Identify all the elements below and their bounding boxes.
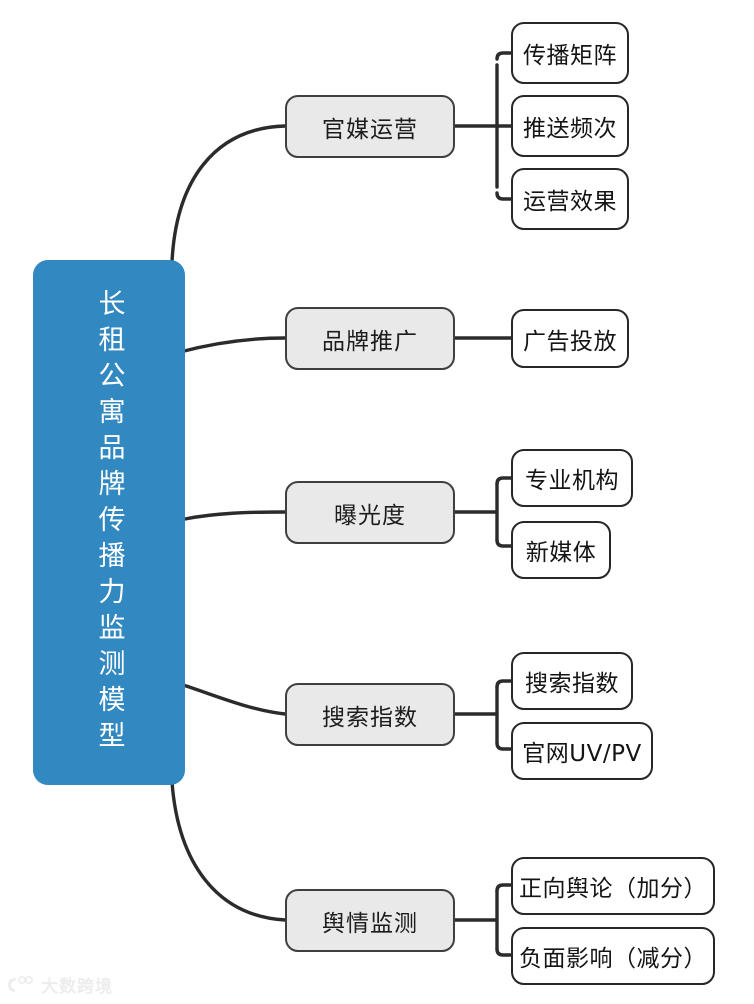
edge-branch-1-to-child-3 — [495, 191, 513, 201]
leaf-node-5-1-label: 正向舆论（加分） — [519, 876, 707, 902]
edge-root-to-branch-5 — [170, 780, 287, 922]
branch-node-1-label: 官媒运营 — [322, 116, 418, 143]
leaf-node-5-1[interactable]: 正向舆论（加分） — [511, 857, 715, 915]
leaf-node-3-1[interactable]: 专业机构 — [511, 449, 633, 507]
watermark-logo-icon — [8, 975, 33, 992]
leaf-node-4-1-label: 搜索指数 — [525, 671, 619, 697]
leaf-node-1-3[interactable]: 运营效果 — [511, 168, 629, 230]
leaf-node-4-1[interactable]: 搜索指数 — [511, 652, 633, 710]
watermark: 大数跨境 — [6, 972, 113, 997]
leaf-node-1-3-label: 运营效果 — [523, 189, 617, 215]
branch-node-2[interactable]: 品牌推广 — [285, 307, 455, 370]
leaf-node-1-1-label: 传播矩阵 — [523, 43, 617, 69]
leaf-node-1-2[interactable]: 推送频次 — [511, 95, 629, 157]
edge-branch-5-to-child-2 — [495, 947, 513, 957]
leaf-node-3-2[interactable]: 新媒体 — [511, 521, 611, 579]
edge-branch-3-to-child-2 — [495, 538, 513, 548]
branch-node-3-label: 曝光度 — [334, 502, 406, 529]
leaf-node-5-2[interactable]: 负面影响（减分） — [511, 927, 715, 985]
leaf-node-2-1[interactable]: 广告投放 — [511, 309, 629, 368]
branch-node-1[interactable]: 官媒运营 — [285, 95, 455, 158]
leaf-node-5-2-label: 负面影响（减分） — [519, 946, 707, 972]
branch-node-4-label: 搜索指数 — [322, 704, 418, 731]
leaf-node-3-2-label: 新媒体 — [525, 540, 597, 566]
edge-root-to-branch-2 — [178, 336, 287, 354]
leaf-node-1-1[interactable]: 传播矩阵 — [511, 22, 629, 84]
edge-branch-4-to-child-1 — [495, 679, 513, 689]
leaf-node-1-2-label: 推送频次 — [523, 116, 617, 142]
edge-branch-1-to-child-1 — [495, 51, 513, 61]
branch-node-3[interactable]: 曝光度 — [285, 481, 455, 544]
leaf-node-2-1-label: 广告投放 — [523, 328, 617, 355]
edge-branch-4-to-child-2 — [495, 741, 513, 751]
root-node-label: 长租公寓品牌传播力监测模型 — [93, 288, 125, 757]
edge-root-to-branch-4 — [178, 682, 287, 716]
edge-branch-5-to-child-1 — [495, 883, 513, 893]
leaf-node-3-1-label: 专业机构 — [525, 468, 619, 494]
branch-node-5[interactable]: 舆情监测 — [285, 889, 455, 952]
branch-node-4[interactable]: 搜索指数 — [285, 683, 455, 746]
branch-node-2-label: 品牌推广 — [322, 328, 418, 355]
leaf-node-4-2-label: 官网UV/PV — [522, 741, 642, 767]
edge-root-to-branch-3 — [183, 510, 287, 521]
leaf-node-4-2[interactable]: 官网UV/PV — [511, 722, 653, 780]
edge-root-to-branch-1 — [170, 124, 287, 264]
edge-branch-3-to-child-1 — [495, 476, 513, 486]
root-node[interactable]: 长租公寓品牌传播力监测模型 — [33, 260, 185, 785]
watermark-text: 大数跨境 — [41, 977, 113, 997]
branch-node-5-label: 舆情监测 — [322, 910, 418, 937]
